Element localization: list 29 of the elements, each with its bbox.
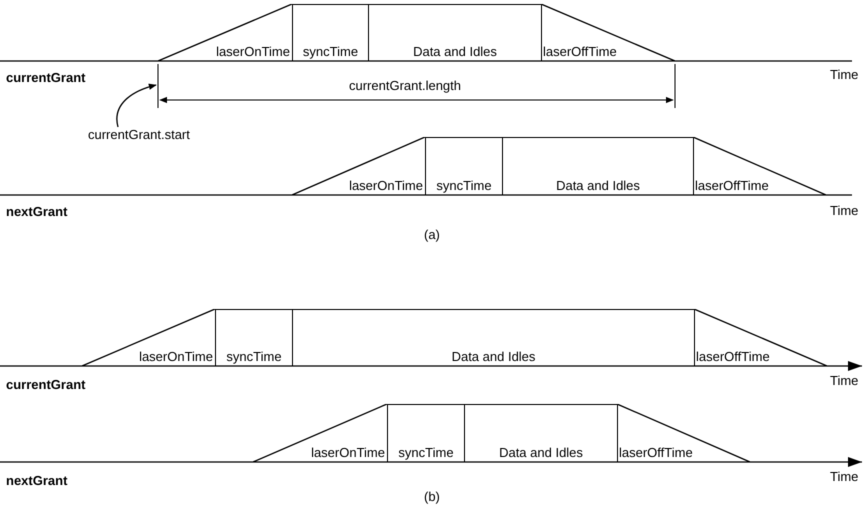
ramp-up-segment: laserOnTime <box>82 309 215 366</box>
time-segment: syncTime <box>387 404 465 462</box>
ramp-down-segment: laserOffTime <box>694 309 827 366</box>
ramp-up-segment: laserOnTime <box>158 4 292 61</box>
ramp-down-segment: laserOffTime <box>617 404 750 462</box>
ramp-down-segment: laserOffTime <box>693 137 826 195</box>
ramp-down-segment: laserOffTime <box>541 4 675 61</box>
time-segment: syncTime <box>292 4 369 61</box>
ramp-up-segment: laserOnTime <box>292 137 425 195</box>
axis-label: Time <box>830 67 858 83</box>
ramp-up-segment: laserOnTime <box>253 404 387 462</box>
dimension-label: currentGrant.length <box>349 78 462 94</box>
signal-name: nextGrant <box>6 473 68 489</box>
signal-name: currentGrant <box>6 70 86 86</box>
axis-label: Time <box>830 469 858 485</box>
signal-name: currentGrant <box>6 377 86 393</box>
axis-label: Time <box>830 203 858 219</box>
signal-name: nextGrant <box>6 204 68 220</box>
axis-label: Time <box>830 373 858 389</box>
time-segment: syncTime <box>215 309 293 366</box>
subfigure-label: (a) <box>424 227 440 243</box>
time-segment: Data and Idles <box>368 4 542 61</box>
time-segment: Data and Idles <box>464 404 618 462</box>
time-segment: syncTime <box>425 137 503 195</box>
time-segment: Data and Idles <box>292 309 695 366</box>
subfigure-label: (b) <box>424 489 440 505</box>
annotation-text: currentGrant.start <box>88 127 190 143</box>
leader-arrow <box>116 84 157 128</box>
time-segment: Data and Idles <box>502 137 694 195</box>
